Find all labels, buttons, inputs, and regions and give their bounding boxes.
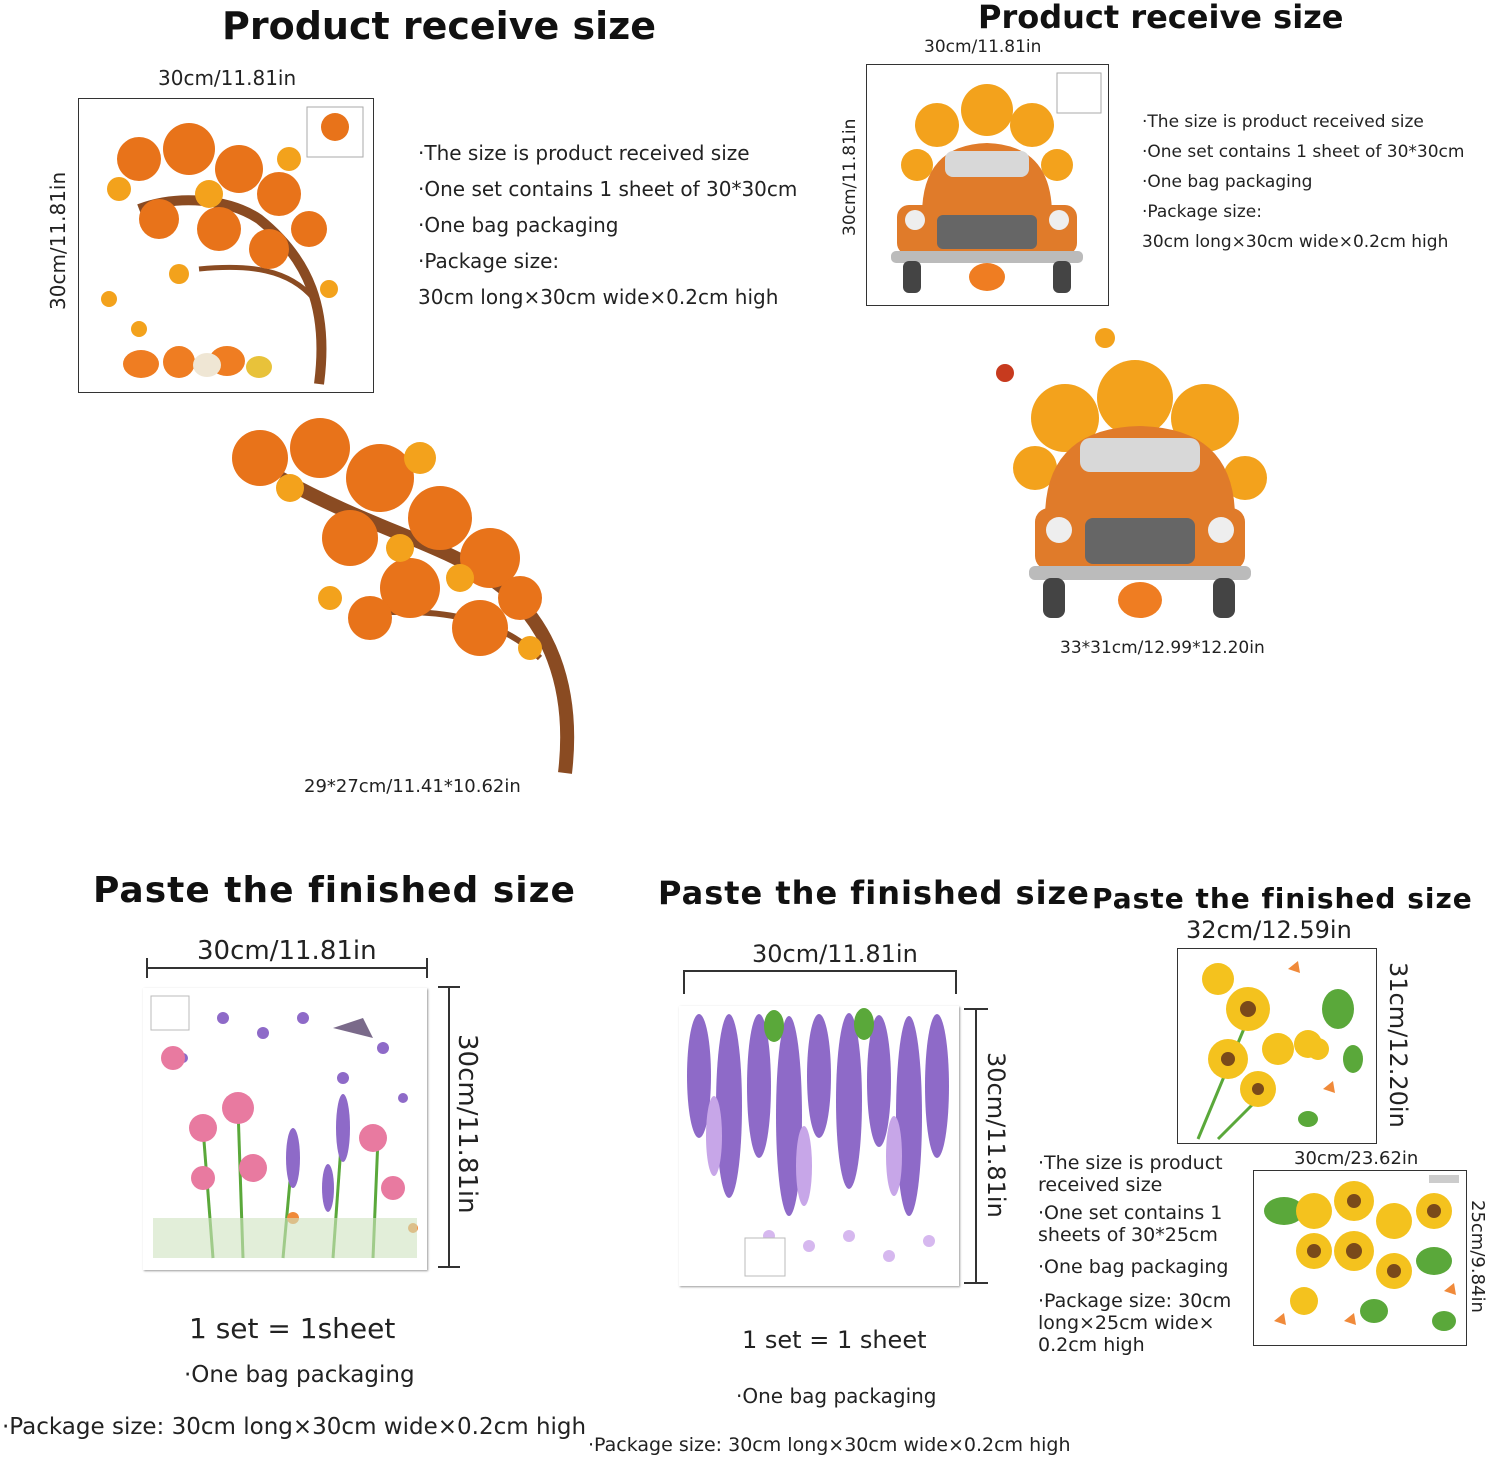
panel-maple-title: Product receive size	[222, 4, 657, 48]
truck-note: ·One set contains 1 sheet of 30*30cm	[1142, 142, 1465, 162]
wisteria-width-line	[683, 970, 957, 972]
panel-sunflower-title: Paste the finished size	[1092, 882, 1473, 915]
sunflower-notes: ·The size is product received size ·One …	[1038, 1152, 1231, 1356]
wisteria-width-tick-right	[955, 970, 957, 994]
wisteria-height-line	[975, 1008, 977, 1284]
wisteria-height-tick-bottom	[964, 1282, 988, 1284]
wisteria-width-tick-left	[683, 970, 685, 994]
panel-flowers-title: Paste the finished size	[93, 870, 576, 911]
flowers-width-tick-right	[426, 958, 428, 978]
truck-note: ·One bag packaging	[1142, 172, 1313, 192]
maple-finished-label: 29*27cm/11.41*10.62in	[304, 776, 521, 797]
wisteria-package-size: ·Package size: 30cm long×30cm wide×0.2cm…	[588, 1434, 1071, 1456]
sunflower-top-height-label: 31cm/12.20in	[1384, 962, 1412, 1128]
flowers-packaging: ·One bag packaging	[184, 1362, 415, 1388]
sunflower-note: 0.2cm high	[1038, 1334, 1145, 1356]
maple-sheet-image	[78, 98, 374, 393]
wisteria-width-label: 30cm/11.81in	[752, 940, 918, 968]
flowers-illustration	[150, 995, 418, 1259]
panel-truck-title: Product receive size	[978, 0, 1344, 36]
flowers-height-label: 30cm/11.81in	[452, 1034, 482, 1214]
truck-note: ·Package size:	[1142, 202, 1262, 222]
truck-finished-label: 33*31cm/12.99*12.20in	[1060, 638, 1265, 658]
maple-width-label: 30cm/11.81in	[158, 66, 297, 90]
sunflower-top-illustration	[1196, 961, 1363, 1141]
wisteria-illustration	[687, 1008, 949, 1277]
sunflower-note: ·The size is product	[1038, 1152, 1223, 1174]
flowers-height-tick-top	[438, 986, 460, 988]
truck-finished-image	[996, 328, 1267, 618]
sunflower-note: ·One set contains 1	[1038, 1202, 1223, 1224]
maple-note: 30cm long×30cm wide×0.2cm high	[418, 285, 779, 309]
truck-note: ·The size is product received size	[1142, 112, 1424, 132]
truck-notes: ·The size is product received size ·One …	[1142, 114, 1464, 264]
sunflower-top-sheet-image	[1177, 948, 1377, 1144]
wisteria-height-tick-top	[964, 1008, 988, 1010]
sunflower-bottom-sheet-image	[1253, 1170, 1467, 1346]
sunflower-bottom-illustration	[1264, 1175, 1459, 1331]
truck-note: 30cm long×30cm wide×0.2cm high	[1142, 232, 1449, 252]
truck-illustration	[891, 72, 1102, 293]
wisteria-height-label: 30cm/11.81in	[982, 1052, 1010, 1218]
flowers-sheet-image	[143, 988, 427, 1270]
wisteria-sheet-image	[679, 1006, 959, 1286]
sunflower-note: ·Package size: 30cm	[1038, 1290, 1232, 1312]
maple-notes: ·The size is product received size ·One …	[418, 142, 797, 322]
maple-note: ·Package size:	[418, 249, 560, 273]
flowers-height-tick-bottom	[438, 1266, 460, 1268]
flowers-package-size: ·Package size: 30cm long×30cm wide×0.2cm…	[2, 1414, 587, 1440]
maple-height-label: 30cm/11.81in	[46, 171, 70, 310]
truck-height-label: 30cm/11.81in	[840, 118, 860, 236]
maple-note: ·One set contains 1 sheet of 30*30cm	[418, 177, 798, 201]
maple-tree-illustration	[101, 106, 364, 385]
sunflower-note: sheets of 30*25cm	[1038, 1224, 1218, 1246]
maple-note: ·The size is product received size	[418, 141, 750, 165]
flowers-width-label: 30cm/11.81in	[197, 936, 377, 966]
sunflower-top-width-label: 32cm/12.59in	[1186, 916, 1352, 944]
flowers-width-tick-left	[146, 958, 148, 978]
wisteria-packaging: ·One bag packaging	[736, 1384, 937, 1408]
flowers-set-label: 1 set = 1sheet	[189, 1312, 396, 1345]
maple-tree-finished-image	[232, 418, 575, 774]
sunflower-note: received size	[1038, 1174, 1163, 1196]
sunflower-note: ·One bag packaging	[1038, 1256, 1229, 1278]
flowers-height-line	[448, 986, 450, 1268]
sunflower-note: long×25cm wide×	[1038, 1312, 1215, 1334]
panel-wisteria-title: Paste the finished size	[658, 874, 1090, 912]
wisteria-set-label: 1 set = 1 sheet	[742, 1326, 927, 1354]
truck-sheet-image	[866, 64, 1109, 306]
flowers-width-line	[146, 967, 428, 969]
truck-width-label: 30cm/11.81in	[924, 37, 1042, 57]
maple-note: ·One bag packaging	[418, 213, 619, 237]
sunflower-bottom-height-label: 25cm/9.84in	[1467, 1200, 1488, 1313]
sunflower-bottom-width-label: 30cm/23.62in	[1294, 1148, 1419, 1169]
